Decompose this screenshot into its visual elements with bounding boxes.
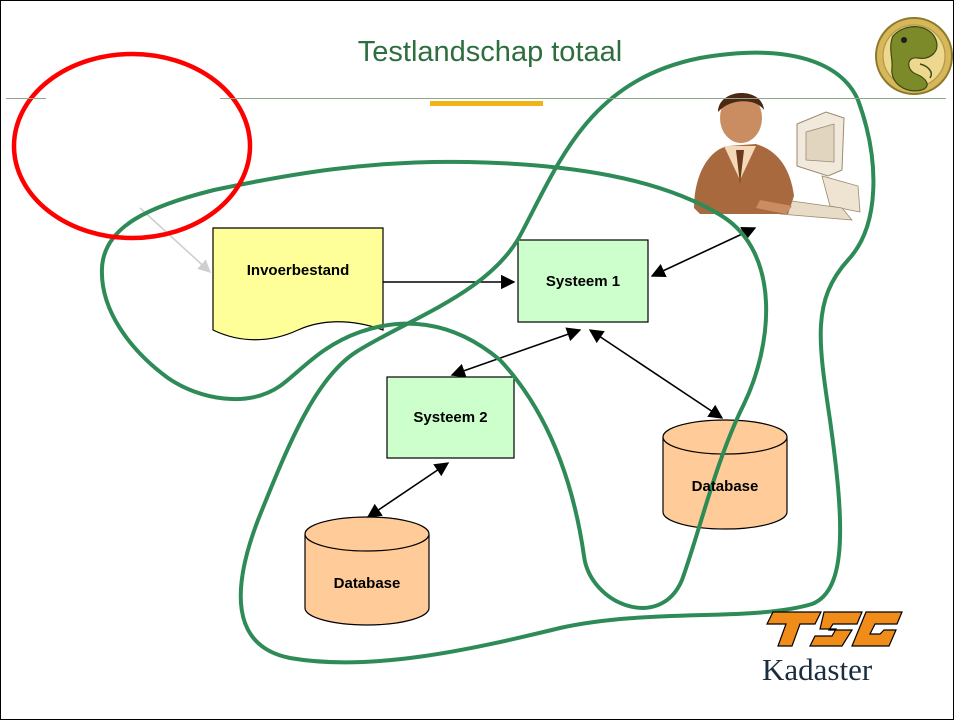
title-rule-left bbox=[6, 98, 46, 99]
tsg-logo bbox=[766, 611, 903, 647]
system-1-label: Systeem 1 bbox=[545, 272, 621, 290]
green-outline-inner-scope bbox=[99, 159, 769, 610]
database-right-label: Database bbox=[691, 477, 759, 495]
title-accent-bar bbox=[430, 101, 543, 106]
arrow-system1-user bbox=[650, 226, 757, 278]
input-file-document bbox=[212, 227, 384, 341]
database-left-label: Database bbox=[333, 574, 401, 592]
arrow-system1-database bbox=[588, 329, 724, 419]
system-2-box bbox=[386, 376, 515, 459]
kadaster-logo: Kadaster bbox=[762, 652, 873, 687]
title-rule bbox=[220, 98, 946, 99]
red-highlight-circle bbox=[11, 51, 253, 241]
system-2-label: Systeem 2 bbox=[413, 409, 488, 426]
green-outline-system1-scope bbox=[238, 50, 876, 665]
slide-title: Testlandschap totaal bbox=[357, 36, 623, 68]
system-1-box bbox=[517, 239, 649, 323]
database-right-cylinder bbox=[662, 419, 788, 530]
database-left-cylinder bbox=[304, 516, 430, 626]
arrow-faded-entry bbox=[139, 207, 211, 273]
user-at-computer-illustration bbox=[694, 92, 861, 221]
arrow-system2-database bbox=[366, 462, 450, 518]
input-file-label: Invoerbestand bbox=[246, 261, 350, 279]
arrow-system1-system2 bbox=[450, 327, 582, 378]
chameleon-logo bbox=[875, 17, 953, 95]
